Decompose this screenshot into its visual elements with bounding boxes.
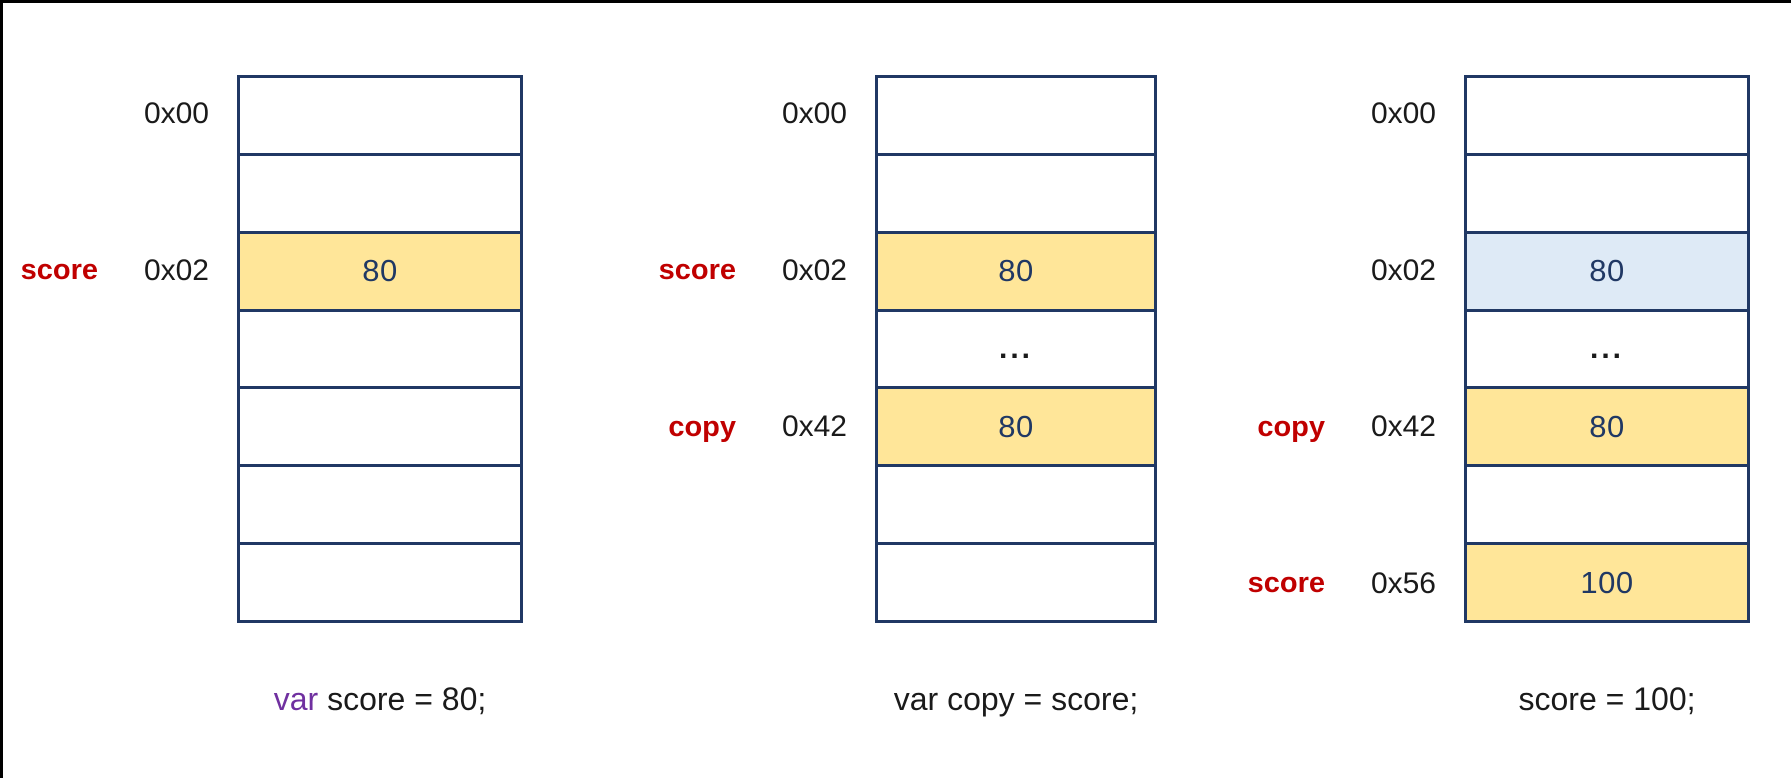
address-label-0x02: 0x02 xyxy=(143,253,209,287)
memory-cell-0x42: 80 xyxy=(1467,386,1747,465)
ellipsis-cell-value: ... xyxy=(1589,332,1624,365)
cell-value: 80 xyxy=(1589,408,1625,444)
code-caption-declare-score: var score = 80; xyxy=(60,681,700,718)
variable-label-copy: copy xyxy=(668,410,736,443)
ellipsis-cell-value: ... xyxy=(998,332,1033,365)
address-label-0x42: 0x42 xyxy=(781,410,847,444)
code-caption-reassign-score: score = 100; xyxy=(1287,681,1791,718)
memory-cell-0x00 xyxy=(1467,78,1747,153)
memory-cell-0x00 xyxy=(240,78,520,153)
memory-column-declare-copy: 80... 80 xyxy=(875,75,1157,623)
address-label-0x00: 0x00 xyxy=(143,97,209,131)
memory-cell-0x02: 80 xyxy=(1467,230,1747,309)
memory-cell-0x56: 100 xyxy=(1467,542,1747,621)
memory-cell xyxy=(1467,152,1747,231)
variable-label-score: score xyxy=(20,254,98,287)
memory-cell xyxy=(240,386,520,464)
caption-segment: var copy = score; xyxy=(893,681,1139,717)
memory-cell-0x42: 80 xyxy=(878,386,1154,465)
caption-segment: var xyxy=(273,681,328,717)
cell-value: 80 xyxy=(998,408,1034,444)
variable-label-score: score xyxy=(658,254,736,287)
memory-cell-0x02: 80 xyxy=(240,230,520,309)
address-label-0x42: 0x42 xyxy=(1370,410,1436,444)
memory-cell xyxy=(240,464,520,542)
caption-segment: score = 80; xyxy=(327,681,487,717)
address-label-0x02: 0x02 xyxy=(1370,253,1436,287)
address-label-0x00: 0x00 xyxy=(781,97,847,131)
variable-label-score: score xyxy=(1247,567,1325,600)
address-label-0x00: 0x00 xyxy=(1370,97,1436,131)
address-label-0x02: 0x02 xyxy=(781,253,847,287)
memory-cell xyxy=(240,152,520,231)
memory-cell xyxy=(240,308,520,387)
memory-cell xyxy=(878,152,1154,231)
memory-cell: ... xyxy=(1467,308,1747,387)
memory-cell: ... xyxy=(878,308,1154,387)
memory-cell xyxy=(1467,464,1747,542)
cell-value: 80 xyxy=(1589,253,1625,289)
cell-value: 100 xyxy=(1580,564,1634,600)
memory-column-reassign-score: 80... 80 100 xyxy=(1464,75,1750,623)
variable-label-copy: copy xyxy=(1257,410,1325,443)
address-label-0x56: 0x56 xyxy=(1370,566,1436,600)
cell-value: 80 xyxy=(362,253,398,289)
memory-cell-0x00 xyxy=(878,78,1154,153)
code-caption-declare-copy: var copy = score; xyxy=(696,681,1336,718)
memory-cell xyxy=(240,542,520,620)
memory-cell xyxy=(878,542,1154,620)
memory-column-declare-score: 80 xyxy=(237,75,523,623)
caption-segment: score = 100; xyxy=(1518,681,1696,717)
memory-cell-0x02: 80 xyxy=(878,230,1154,309)
cell-value: 80 xyxy=(998,253,1034,289)
memory-cell xyxy=(878,464,1154,542)
